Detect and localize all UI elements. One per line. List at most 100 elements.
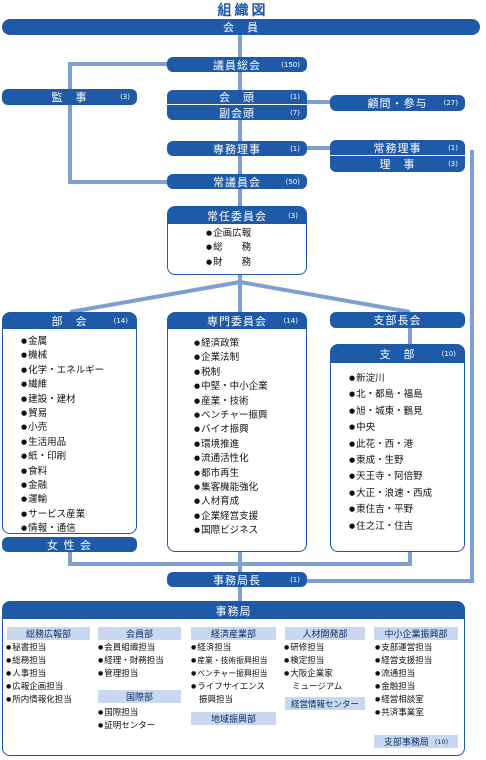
connector-line: [238, 189, 242, 206]
list-item: 化学・エネルギー: [21, 364, 104, 378]
connector-line: [307, 146, 333, 150]
list-item-continued: ミュージアム: [292, 682, 343, 692]
divisions-label: 部 会: [51, 315, 88, 328]
list-item: 産業・技術振興担当: [191, 655, 267, 668]
list-item: 企業法制: [194, 351, 268, 365]
list-item: 国際ビジネス: [194, 524, 268, 538]
list-item: 産業・技術: [194, 395, 268, 409]
branch-chiefs-box: 支部長会: [330, 312, 465, 328]
connector-line: [238, 35, 242, 57]
connector-line: [68, 62, 168, 66]
advisors-count: (27): [443, 99, 458, 107]
list-item: 北・都島・福島: [349, 387, 432, 403]
list-item: 情報・通信: [21, 522, 104, 536]
hr-dev-list: 研修担当 検定担当 大阪企業家 ミュージアム: [284, 642, 342, 693]
list-item: 天王寺・阿倍野: [349, 469, 432, 485]
list-item: 支部運営担当: [375, 642, 432, 655]
list-item: 経済担当: [191, 642, 267, 655]
standing-committee-count: (3): [288, 211, 298, 220]
list-item: 食料: [21, 465, 104, 479]
auditors-count: (3): [120, 93, 130, 101]
list-item: 都市再生: [194, 467, 268, 481]
sme-list: 支部運営担当 経営支援担当 流通担当 金融担当 経営相談室 共済事業室: [375, 642, 432, 720]
list-item: 流通担当: [375, 668, 432, 681]
branches-panel: 支 部 (10) 新淀川 北・都島・福島 旭・城東・鶴見 中央 此花・西・港 東…: [330, 344, 465, 552]
list-item: 新淀川: [349, 371, 432, 387]
connector-line: [408, 552, 412, 566]
sme-header: 中小企業振興部: [374, 627, 458, 640]
list-item: 金融: [21, 479, 104, 493]
committee-branch-lines: [69, 280, 411, 314]
special-committees-count: (14): [283, 317, 298, 325]
womens-label: 女 性 会: [47, 538, 92, 552]
exec-director-label: 専務理事: [213, 142, 261, 156]
list-item: 総 務: [206, 241, 251, 255]
connector-line: [68, 62, 72, 184]
hr-dev-header: 人材開発部: [285, 627, 365, 640]
list-item: 此花・西・港: [349, 437, 432, 453]
regional-header: 地域振興部: [191, 712, 276, 725]
branch-office-count: (10): [434, 737, 449, 746]
list-item: 企画広報: [206, 227, 251, 241]
secretariat-label: 事務局: [215, 604, 252, 618]
list-item: 共済事業室: [375, 707, 432, 720]
economy-industry-header: 経済産業部: [191, 627, 276, 640]
list-item: 税制: [194, 366, 268, 380]
list-item: 財 務: [206, 256, 251, 270]
connector-line: [238, 120, 242, 141]
vice-chairman-box: 副会頭 (7): [167, 105, 307, 120]
exec-director-count: (1): [290, 144, 300, 153]
list-item: 研修担当: [284, 642, 342, 655]
directors-box: 理 事 (3): [330, 156, 465, 172]
list-item: 生活用品: [21, 436, 104, 450]
divisions-header: 部 会 (14): [3, 313, 136, 329]
membership-header: 会員部: [98, 627, 181, 640]
list-item-continued: 振興担当: [199, 695, 234, 705]
branch-office-label: 支部事務局: [383, 738, 429, 748]
connector-line: [238, 156, 242, 174]
list-item: 国際担当: [98, 707, 155, 720]
advisors-box: 顧問・参与 (27): [330, 95, 465, 111]
list-item: 貿易: [21, 407, 104, 421]
divisions-count: (14): [113, 317, 128, 325]
page-title: 組織図: [217, 3, 269, 19]
managing-director-label: 常務理事: [373, 141, 422, 155]
connector-line: [408, 328, 412, 344]
list-item: 繊維: [21, 378, 104, 392]
branches-list: 新淀川 北・都島・福島 旭・城東・鶴見 中央 此花・西・港 東成・生野 天王寺・…: [349, 371, 432, 535]
connector-line: [238, 552, 242, 572]
standing-committee-header: 常任委員会 (3): [168, 207, 306, 224]
directors-divider: [330, 155, 465, 156]
special-committees-header: 専門委員会 (14): [168, 313, 306, 329]
list-item: 東成・生野: [349, 453, 432, 469]
vice-chairman-label: 副会頭: [219, 106, 255, 120]
connector-line: [238, 275, 242, 312]
branches-label: 支 部: [379, 348, 416, 361]
branches-header: 支 部 (10): [331, 345, 464, 363]
list-item: 機械: [21, 349, 104, 363]
list-item: 旭・城東・鶴見: [349, 404, 432, 420]
secretary-general-count: (1): [290, 575, 300, 584]
connector-line: [238, 587, 242, 601]
connector-line: [470, 150, 474, 583]
directors-label: 理 事: [379, 158, 416, 171]
list-item: 金融担当: [375, 681, 432, 694]
list-item: 総務担当: [6, 655, 72, 668]
list-item: ベンチャー振興担当: [191, 668, 267, 681]
assembly-count: (150): [281, 60, 300, 69]
economy-industry-list: 経済担当 産業・技術振興担当 ベンチャー振興担当 ライフサイエンス 振興担当: [191, 642, 267, 706]
exec-director-box: 専務理事 (1): [167, 141, 307, 156]
hr-dev-label: 人材開発部: [302, 630, 348, 640]
regional-label: 地域振興部: [210, 715, 256, 725]
list-item: ライフサイエンス: [191, 681, 267, 694]
list-item: 住之江・住吉: [349, 519, 432, 535]
list-item: 金属: [21, 335, 104, 349]
list-item: 広報企画担当: [6, 681, 72, 694]
list-item: 中央: [349, 420, 432, 436]
secretary-general-box: 事務局長 (1): [167, 572, 307, 587]
standing-members-count: (50): [285, 177, 300, 186]
list-item: 経済政策: [194, 337, 268, 351]
branches-count: (10): [441, 350, 456, 358]
list-item: 管理担当: [98, 668, 164, 681]
list-item: 紙・印刷: [21, 450, 104, 464]
